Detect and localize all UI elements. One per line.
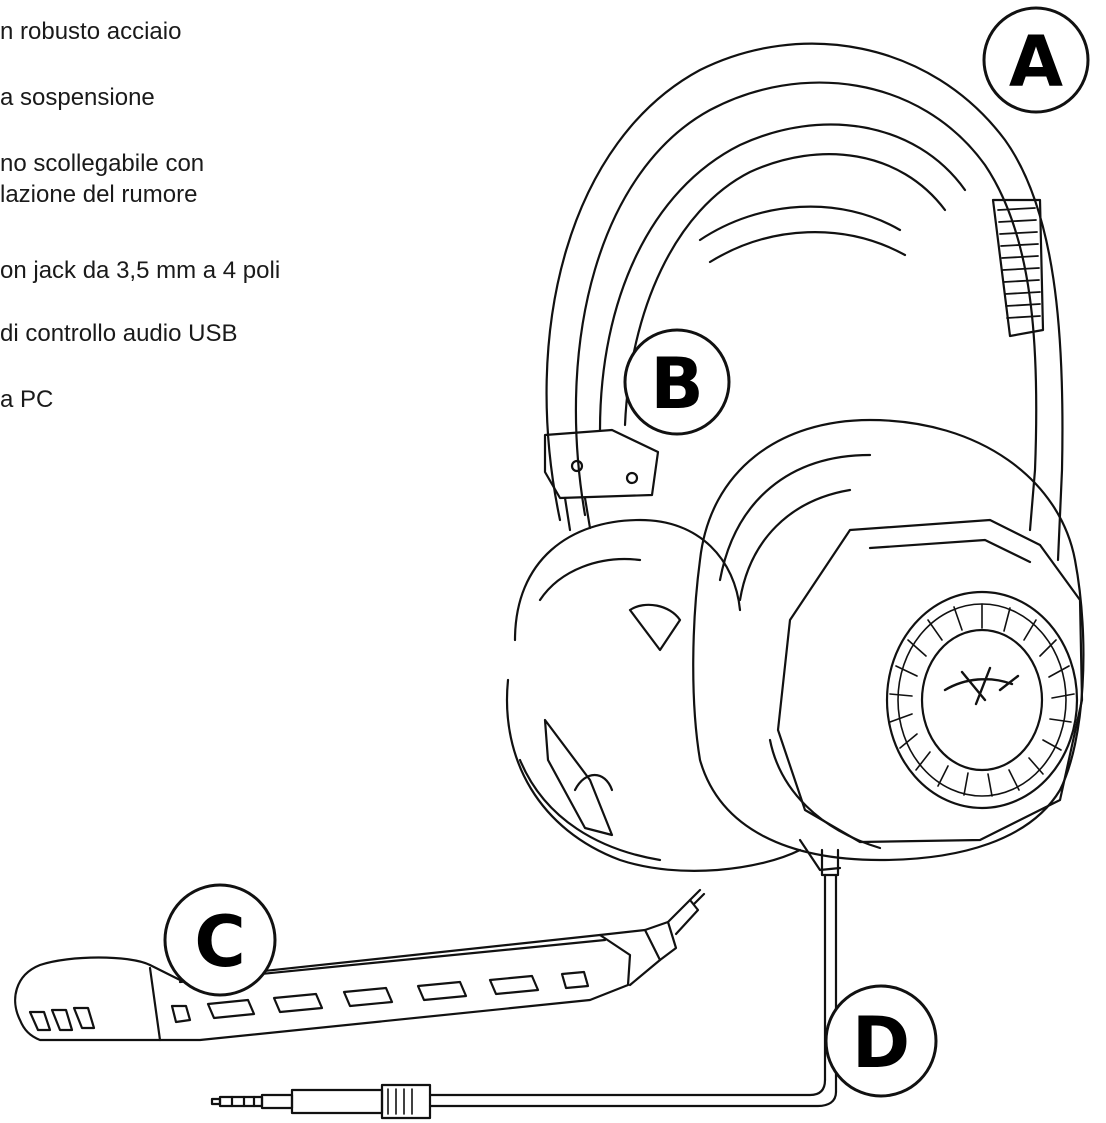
callout-c: C: [163, 883, 277, 997]
speaker-grille: [885, 590, 1079, 810]
headset-cable: [428, 848, 840, 1108]
callout-label-b: B: [650, 343, 703, 425]
left-earcup: [505, 518, 802, 872]
callout-label-a: A: [1009, 21, 1063, 103]
feature-item-5: di controllo audio USB: [0, 320, 238, 347]
callout-label-d: D: [852, 1002, 910, 1084]
callout-b: B: [623, 328, 731, 436]
left-hinge: [543, 428, 660, 532]
feature-item-1: n robusto acciaio: [0, 18, 182, 45]
right-earcup: [692, 418, 1085, 872]
hyperx-logo-icon: [943, 666, 1020, 706]
feature-item-2: a sospensione: [0, 84, 155, 111]
callout-a: A: [982, 6, 1090, 114]
microphone-boom: [14, 928, 662, 1042]
feature-item-4: on jack da 3,5 mm a 4 poli: [0, 257, 281, 284]
feature-item-3: no scollegabile con lazione del rumore: [0, 150, 205, 208]
callout-label-c: C: [194, 901, 245, 983]
headband: [545, 42, 1064, 562]
microphone-plug: [643, 888, 706, 962]
headband-slider: [991, 198, 1045, 338]
feature-item-6: a PC: [0, 386, 54, 413]
callout-d: D: [824, 984, 938, 1098]
audio-plug: [210, 1083, 432, 1120]
